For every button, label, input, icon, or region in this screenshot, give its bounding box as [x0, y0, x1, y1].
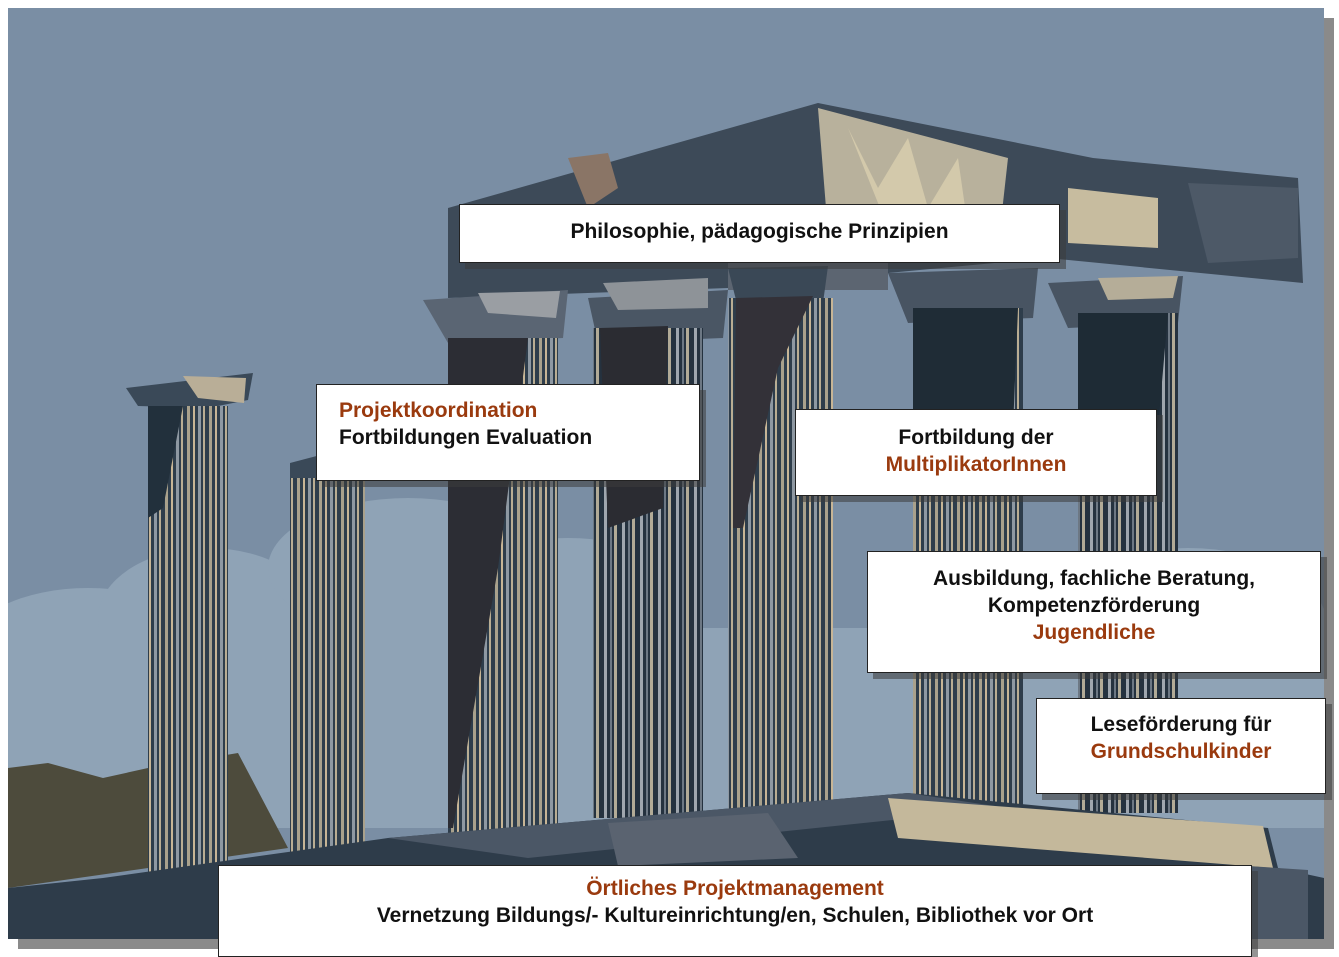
- youth-training-box: Ausbildung, fachliche Beratung, Kompeten…: [867, 551, 1321, 673]
- column-far-left: [126, 373, 253, 876]
- multiplier-training-line2: MultiplikatorInnen: [885, 452, 1067, 476]
- local-management-title: Örtliches Projektmanagement: [586, 877, 884, 900]
- youth-training-line2: Kompetenzförderung: [987, 593, 1201, 617]
- project-coordination-box: Projektkoordination Fortbildungen Evalua…: [316, 384, 700, 481]
- local-management-box: Örtliches Projektmanagement Vernetzung B…: [218, 865, 1252, 957]
- youth-training-line1: Ausbildung, fachliche Beratung,: [932, 567, 1256, 590]
- philosophy-text: Philosophie, pädagogische Prinzipien: [570, 220, 949, 243]
- reading-promotion-line1: Leseförderung für: [1090, 713, 1272, 736]
- reading-promotion-box: Leseförderung für Grundschulkinder: [1036, 698, 1326, 794]
- multiplier-training-box: Fortbildung der MultiplikatorInnen: [795, 409, 1157, 496]
- reading-promotion-line2: Grundschulkinder: [1090, 739, 1272, 763]
- local-management-sub: Vernetzung Bildungs/- Kultureinrichtung/…: [376, 903, 1094, 927]
- youth-training-line3: Jugendliche: [1032, 620, 1156, 644]
- multiplier-training-line1: Fortbildung der: [898, 426, 1054, 449]
- philosophy-box: Philosophie, pädagogische Prinzipien: [459, 204, 1060, 263]
- project-coordination-sub: Fortbildungen Evaluation: [339, 425, 593, 449]
- column-4: [728, 266, 833, 828]
- project-coordination-title: Projektkoordination: [339, 399, 538, 422]
- column-small: [290, 453, 365, 873]
